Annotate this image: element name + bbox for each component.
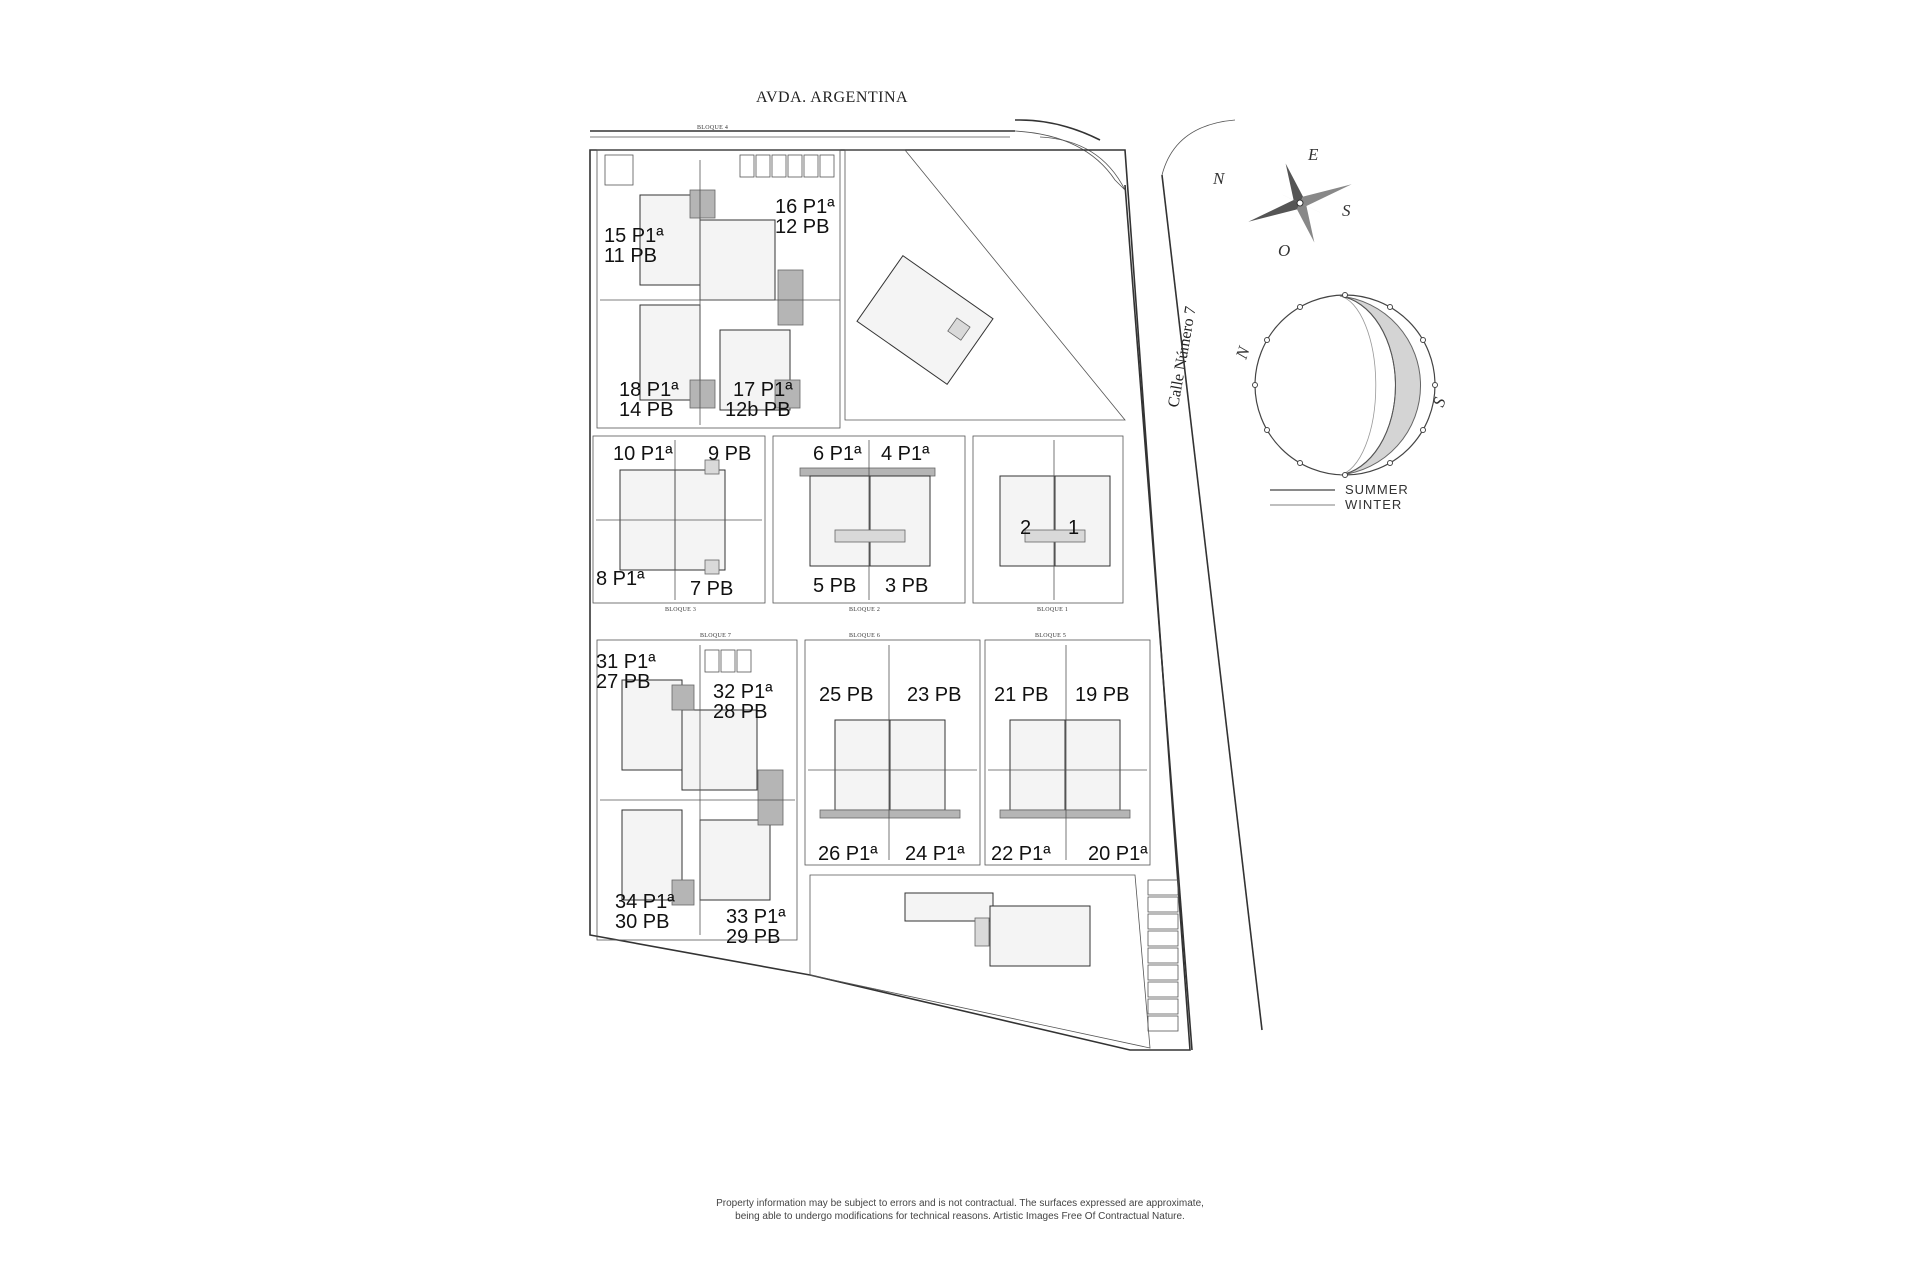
sunpath-n-label: N xyxy=(1232,343,1255,363)
bloque-6 xyxy=(804,639,981,866)
bloque-7-label: BLOQUE 7 xyxy=(700,633,731,639)
compass-n-label: N xyxy=(1212,169,1226,188)
unit-label: 25 PB xyxy=(819,684,873,706)
unit-label: 20 P1ª xyxy=(1088,843,1148,865)
parking-east xyxy=(1147,879,1179,1032)
unit-label: 8 P1ª xyxy=(596,568,645,590)
unit-label: 24 P1ª xyxy=(905,843,965,865)
unit-label: 32 P1ª xyxy=(713,681,773,703)
bloque-5 xyxy=(984,639,1151,866)
unit-label: 14 PB xyxy=(619,399,673,421)
unit-label: 3 PB xyxy=(885,575,928,597)
bloque-2 xyxy=(772,435,966,604)
unit-label: 34 P1ª xyxy=(615,891,675,913)
unit-label: 1 xyxy=(1068,517,1079,539)
bloque-4 xyxy=(596,149,841,429)
bloque-5-label: BLOQUE 5 xyxy=(1035,633,1066,639)
avenue-edge xyxy=(590,119,1126,191)
unit-label: 9 PB xyxy=(708,443,751,465)
unit-label: 5 PB xyxy=(813,575,856,597)
unit-label: 29 PB xyxy=(726,926,780,948)
bloque-7 xyxy=(596,639,798,941)
unit-label: 10 P1ª xyxy=(613,443,673,465)
unit-label: 12b PB xyxy=(725,399,791,421)
unit-label: 26 P1ª xyxy=(818,843,878,865)
unit-label: 12 PB xyxy=(775,216,829,238)
disclaimer-line-1: Property information may be subject to e… xyxy=(716,1198,1204,1209)
legend: SUMMER WINTER xyxy=(1270,482,1409,512)
site-boundary xyxy=(589,149,1191,1051)
bloque-1 xyxy=(972,435,1124,604)
unit-label: 15 P1ª xyxy=(604,225,664,247)
unit-labels: 15 P1ª 11 PB 16 P1ª 12 PB 18 P1ª 14 PB 1… xyxy=(596,196,1148,948)
legend-winter-label: WINTER xyxy=(1345,497,1402,512)
unit-label: 27 PB xyxy=(596,671,650,693)
unit-label: 31 P1ª xyxy=(596,651,656,673)
bloque-3 xyxy=(592,435,766,604)
disclaimer-line-2: being able to undergo modifications for … xyxy=(735,1211,1185,1222)
unit-label: 16 P1ª xyxy=(775,196,835,218)
disclaimer: Property information may be subject to e… xyxy=(560,1197,1360,1223)
street-label-north: AVDA. ARGENTINA xyxy=(756,89,908,106)
bloque-3-label: BLOQUE 3 xyxy=(665,607,696,613)
compass-rose xyxy=(1248,163,1352,243)
pool-area-south xyxy=(809,874,1151,1049)
legend-summer-label: SUMMER xyxy=(1345,482,1409,497)
unit-label: 18 P1ª xyxy=(619,379,679,401)
bloque-4-label: BLOQUE 4 xyxy=(697,125,728,131)
unit-label: 30 PB xyxy=(615,911,669,933)
street-label-east: Calle Número 7 xyxy=(1165,305,1199,409)
unit-label: 19 PB xyxy=(1075,684,1129,706)
unit-label: 4 P1ª xyxy=(881,443,930,465)
bloque-6-label: BLOQUE 6 xyxy=(849,633,880,639)
pool-area-north xyxy=(844,149,1126,421)
unit-label: 28 PB xyxy=(713,701,767,723)
bloque-2-label: BLOQUE 2 xyxy=(849,607,880,613)
unit-label: 17 P1ª xyxy=(733,379,793,401)
compass-e-label: E xyxy=(1307,145,1319,164)
unit-label: 22 P1ª xyxy=(991,843,1051,865)
compass-o-label: O xyxy=(1278,241,1290,260)
unit-label: 11 PB xyxy=(604,245,657,267)
unit-label: 2 xyxy=(1020,517,1031,539)
sun-path-diagram xyxy=(1252,292,1438,478)
unit-label: 21 PB xyxy=(994,684,1048,706)
compass-s-label: S xyxy=(1342,201,1351,220)
unit-label: 7 PB xyxy=(690,578,733,600)
unit-label: 6 P1ª xyxy=(813,443,862,465)
unit-label: 23 PB xyxy=(907,684,961,706)
bloque-1-label: BLOQUE 1 xyxy=(1037,607,1068,613)
unit-label: 33 P1ª xyxy=(726,906,786,928)
